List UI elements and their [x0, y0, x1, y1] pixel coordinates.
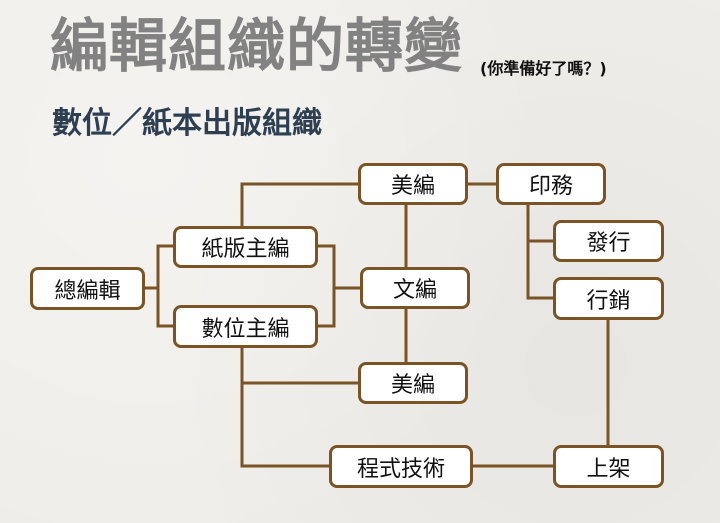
- node-print-editor: 紙版主編: [173, 226, 318, 268]
- node-chief-editor: 總編輯: [30, 267, 145, 310]
- connector-digital-column: [240, 345, 331, 468]
- node-digital-editor: 數位主編: [173, 305, 318, 348]
- node-distribution: 發行: [553, 220, 664, 262]
- node-marketing: 行銷: [553, 277, 664, 320]
- connector-print-to-art: [240, 182, 360, 229]
- connector-chief-bracket: [156, 244, 175, 328]
- node-programming: 程式技術: [329, 445, 473, 488]
- node-art-editor-1: 美編: [358, 163, 468, 205]
- connector-editors-to-text: [316, 244, 336, 328]
- node-printing: 印務: [496, 163, 606, 205]
- connector-printing-column: [526, 203, 555, 300]
- node-text-editor: 文編: [360, 267, 470, 309]
- node-art-editor-2: 美編: [358, 362, 468, 404]
- title-note: (你準備好了嗎？): [480, 59, 607, 78]
- slide-title: 編輯組織的轉變: [50, 12, 464, 80]
- node-shelving: 上架: [553, 445, 664, 488]
- slide-subtitle: 數位／紙本出版組織: [52, 106, 322, 141]
